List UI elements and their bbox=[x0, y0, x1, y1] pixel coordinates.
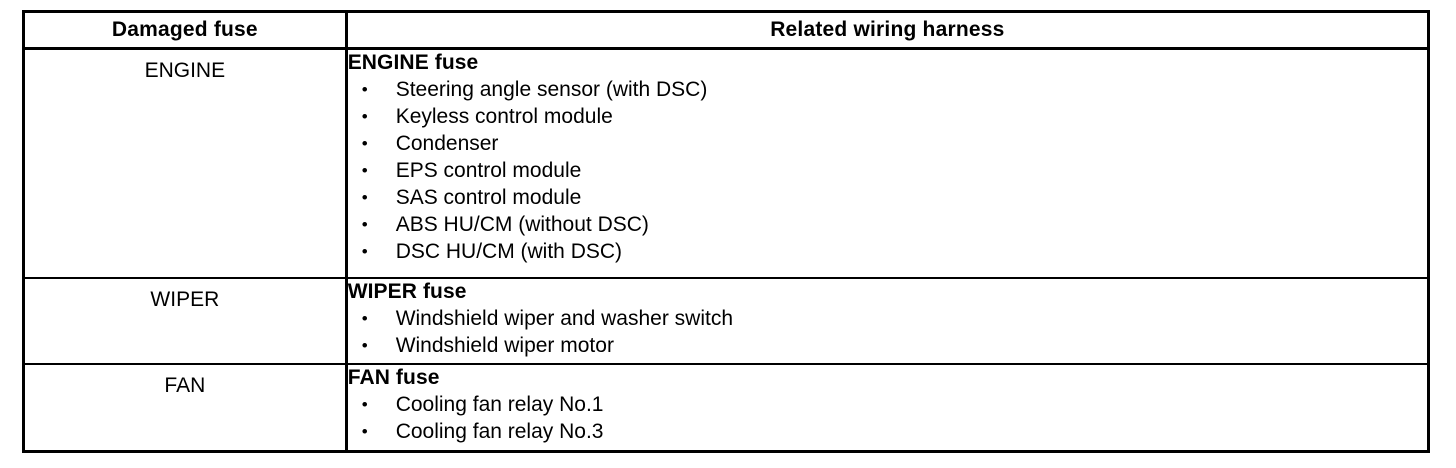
header-label-damaged-fuse: Damaged fuse bbox=[111, 18, 258, 41]
list-item-label: DSC HU/CM (with DSC) bbox=[395, 240, 623, 263]
bullet-icon: • bbox=[361, 335, 368, 355]
list-item: • Windshield wiper and washer switch bbox=[348, 305, 1427, 332]
list-item: • SAS control module bbox=[348, 184, 1427, 211]
bullet-icon: • bbox=[361, 308, 368, 328]
list-item: • EPS control module bbox=[348, 157, 1427, 184]
bullet-icon: • bbox=[361, 215, 368, 234]
cell-fuse-name: FAN bbox=[23, 363, 348, 452]
harness-title: WIPER fuse bbox=[347, 279, 467, 303]
cell-harness-detail: ENGINE fuse • Steering angle sensor (wit… bbox=[346, 48, 1429, 278]
table-body: ENGINE ENGINE fuse • Steering angle sens… bbox=[23, 48, 1429, 452]
bullet-icon: • bbox=[361, 107, 368, 126]
bullet-icon: • bbox=[361, 134, 368, 153]
list-item: • Keyless control module bbox=[348, 103, 1427, 130]
list-item-label: Windshield wiper and washer switch bbox=[395, 306, 733, 330]
list-item: • ABS HU/CM (without DSC) bbox=[348, 211, 1427, 238]
header-label-related-wiring-harness: Related wiring harness bbox=[770, 18, 1005, 41]
harness-title: FAN fuse bbox=[347, 366, 440, 390]
fuse-name-label: FAN bbox=[164, 374, 206, 398]
cell-harness-detail: WIPER fuse • Windshield wiper and washer… bbox=[346, 276, 1429, 365]
list-item-label: Condenser bbox=[395, 132, 499, 155]
fuse-name-label: WIPER bbox=[150, 287, 220, 311]
bullet-icon: • bbox=[361, 188, 368, 207]
list-item: • Windshield wiper motor bbox=[348, 332, 1427, 359]
list-item-label: SAS control module bbox=[395, 186, 582, 209]
bullet-icon: • bbox=[361, 395, 368, 415]
list-item: • DSC HU/CM (with DSC) bbox=[348, 238, 1427, 265]
list-item-label: Steering angle sensor (with DSC) bbox=[395, 78, 708, 101]
header-row: Damaged fuse Related wiring harness bbox=[23, 11, 1429, 50]
table-row: WIPER WIPER fuse • Windshield wiper and … bbox=[23, 276, 1429, 365]
harness-item-list: • Cooling fan relay No.1 • Cooling fan r… bbox=[348, 391, 1427, 445]
bullet-icon: • bbox=[361, 80, 368, 99]
cell-harness-detail: FAN fuse • Cooling fan relay No.1 • Cool… bbox=[346, 363, 1429, 452]
fuse-name-label: ENGINE bbox=[144, 59, 226, 82]
list-item: • Cooling fan relay No.1 bbox=[348, 391, 1427, 418]
bullet-icon: • bbox=[361, 161, 368, 180]
bullet-icon: • bbox=[361, 242, 368, 261]
header-cell-related-wiring-harness: Related wiring harness bbox=[346, 11, 1429, 50]
list-item-label: Cooling fan relay No.3 bbox=[395, 420, 604, 444]
table-row: ENGINE ENGINE fuse • Steering angle sens… bbox=[23, 48, 1429, 278]
list-item-label: Cooling fan relay No.1 bbox=[395, 393, 604, 417]
table-header: Damaged fuse Related wiring harness bbox=[23, 11, 1429, 50]
list-item-label: Windshield wiper motor bbox=[395, 333, 614, 357]
bullet-icon: • bbox=[361, 422, 368, 442]
list-item: • Steering angle sensor (with DSC) bbox=[348, 76, 1427, 103]
list-item-label: Keyless control module bbox=[395, 105, 613, 128]
harness-item-list: • Steering angle sensor (with DSC) • Key… bbox=[348, 76, 1427, 265]
list-item-label: EPS control module bbox=[395, 159, 582, 182]
cell-fuse-name: ENGINE bbox=[23, 48, 348, 278]
header-cell-damaged-fuse: Damaged fuse bbox=[23, 11, 348, 50]
fuse-harness-table: Damaged fuse Related wiring harness ENGI… bbox=[22, 10, 1430, 453]
list-item-label: ABS HU/CM (without DSC) bbox=[395, 213, 649, 236]
list-item: • Condenser bbox=[348, 130, 1427, 157]
harness-title: ENGINE fuse bbox=[347, 51, 479, 74]
list-item: • Cooling fan relay No.3 bbox=[348, 418, 1427, 445]
harness-item-list: • Windshield wiper and washer switch • W… bbox=[348, 305, 1427, 359]
table-row: FAN FAN fuse • Cooling fan relay No.1 • … bbox=[23, 363, 1429, 452]
cell-fuse-name: WIPER bbox=[23, 276, 348, 365]
